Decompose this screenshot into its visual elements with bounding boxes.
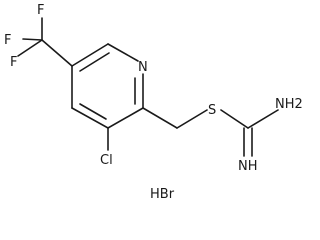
bond-c-f-left (17, 39, 43, 57)
atom-nh2: NH2 (275, 97, 303, 112)
bond-c-f-bottom (22, 38, 43, 41)
bond-c3-c4 (71, 107, 109, 129)
counterion-label: HBr (150, 187, 175, 202)
bond-c2-ch2 (142, 107, 178, 129)
atom-f-top: F (37, 3, 44, 18)
bond-c3-c4-inner (79, 103, 107, 120)
atom-f-left: F (4, 33, 11, 48)
bond-c5-c6-inner (79, 52, 110, 72)
bond-s-c (220, 109, 249, 129)
structure-canvas: F F F N Cl S NH2 NH HBr (4, 3, 303, 202)
atom-cl: Cl (100, 153, 113, 168)
bond-ch2-s (176, 109, 208, 129)
bond-c2-c3 (107, 107, 144, 129)
bond-c5-c6 (71, 43, 109, 67)
bond-c6-n1 (107, 43, 139, 62)
atom-s: S (208, 103, 216, 118)
bond-c5-cf3 (41, 39, 73, 67)
bond-c-nh2 (247, 109, 279, 129)
atom-n-ring: N (138, 60, 148, 75)
atom-f-bottom: F (10, 55, 17, 70)
atom-nh: NH (238, 159, 258, 174)
chemical-structure-diagram: F F F N Cl S NH2 NH HBr (4, 3, 303, 202)
